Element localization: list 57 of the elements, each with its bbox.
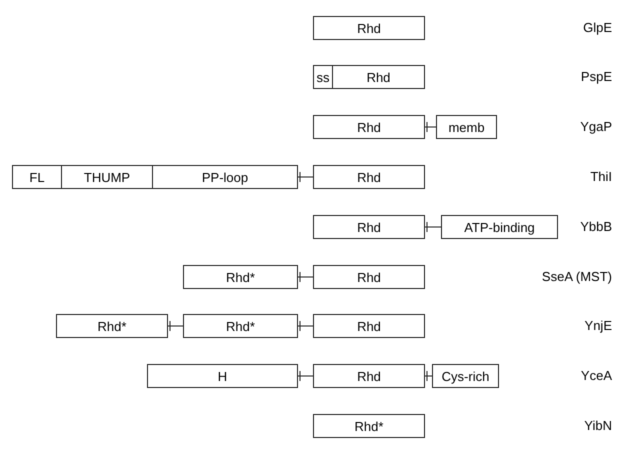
domain-box [332, 65, 425, 89]
domain-box [183, 265, 298, 289]
domain-label: Rhd [366, 70, 390, 84]
domain-box [147, 364, 298, 388]
domain-box [152, 165, 298, 189]
domain-box [313, 414, 425, 438]
domain-label: Rhd* [98, 318, 126, 334]
linker-line [298, 370, 314, 382]
domain-label: Rhd* [226, 270, 255, 284]
protein-name: GlpE [583, 20, 612, 35]
domain-box [313, 265, 425, 289]
domain-label: Rhd [357, 270, 381, 284]
domain-label: ss [316, 70, 330, 84]
domain-box [441, 215, 558, 239]
domain-label: H [218, 368, 228, 384]
domain-label: PP-loop [202, 170, 248, 184]
linker-line [298, 172, 314, 182]
protein-name: YgaP [580, 119, 612, 134]
protein-name: YnjE [584, 318, 612, 333]
domain-label: ATP-binding [464, 220, 535, 234]
domain-label: Rhd* [354, 418, 384, 434]
linker-line [424, 222, 442, 232]
linker-line [298, 320, 314, 332]
protein-name: YibN [584, 418, 612, 433]
domain-box [313, 314, 425, 338]
linker-line [168, 320, 184, 332]
domain-label: Cys-rich [442, 368, 490, 384]
domain-box [432, 364, 499, 388]
linker-line [424, 122, 436, 132]
domain-box [436, 115, 497, 139]
domain-label: Rhd [357, 220, 381, 234]
domain-box [313, 16, 425, 40]
domain-label: memb [448, 120, 485, 134]
domain-box [183, 314, 298, 338]
protein-name: YbbB [580, 219, 612, 234]
domain-box [313, 165, 425, 189]
domain-label: Rhd [357, 318, 381, 334]
domain-label: Rhd [357, 120, 381, 134]
domain-label: Rhd [357, 170, 381, 184]
domain-label: THUMP [84, 170, 130, 184]
protein-name: ThiI [590, 169, 612, 184]
domain-label: FL [29, 170, 45, 184]
domain-label: Rhd* [226, 318, 255, 334]
domain-box [313, 215, 425, 239]
linker-line [424, 370, 432, 382]
domain-label: Rhd [357, 368, 381, 384]
domain-box [313, 115, 425, 139]
protein-name: PspE [580, 69, 612, 84]
protein-name: SseA (MST) [542, 269, 612, 284]
domain-box [56, 314, 168, 338]
domain-box [313, 65, 333, 89]
domain-box [313, 364, 425, 388]
domain-label: Rhd [357, 20, 381, 36]
linker-line [298, 272, 314, 282]
protein-name: YceA [580, 368, 612, 383]
domain-box [61, 165, 153, 189]
domain-box [12, 165, 62, 189]
